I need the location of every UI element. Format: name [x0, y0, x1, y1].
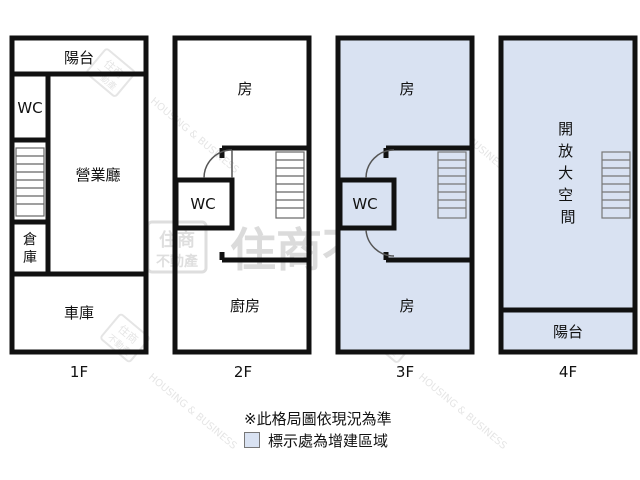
stairs-3f	[437, 151, 467, 219]
watermark-logo-bottom: 住商 不動產	[100, 313, 150, 363]
door-swing-2f	[203, 149, 233, 179]
room-kitchen-2f: 廚房	[230, 297, 260, 315]
room-wc-3f: WC	[352, 195, 377, 213]
floor-4f	[498, 35, 638, 355]
floor-plan-note: ※此格局圖依現況為準	[244, 410, 392, 428]
room-3f-room-bottom: 房	[399, 297, 414, 315]
room-balcony-4f: 陽台	[553, 323, 583, 341]
floor-3f	[335, 35, 475, 355]
watermark-diagonal-1: HOUSING & BUSINESS	[148, 96, 240, 176]
room-wc-2f: WC	[190, 195, 215, 213]
stairs-1f	[15, 147, 45, 217]
door-swing-3f	[365, 149, 395, 257]
room-storage-1f: 倉庫	[23, 232, 37, 266]
floor-label-4f: 4F	[559, 363, 577, 381]
floor-label-2f: 2F	[234, 363, 252, 381]
stairs-2f	[275, 151, 305, 219]
floor-label-1f: 1F	[70, 363, 88, 381]
watermark-diagonal-4: HOUSING & BUSINESS	[416, 372, 508, 452]
room-balcony-1f: 陽台	[64, 49, 94, 67]
room-2f-room: 房	[237, 80, 252, 98]
floor-1f	[9, 35, 149, 355]
stairs-4f	[601, 151, 631, 219]
legend-label: 標示處為增建區域	[268, 431, 389, 450]
legend: 標示處為增建區域	[244, 430, 388, 450]
watermark-diagonal-3: HOUSING & BUSINESS	[146, 372, 238, 452]
room-hall-1f: 營業廳	[75, 166, 120, 184]
floor-2f	[172, 35, 312, 355]
room-wc-1f: WC	[17, 99, 42, 117]
room-garage-1f: 車庫	[64, 304, 94, 322]
floor-label-3f: 3F	[396, 363, 414, 381]
legend-swatch	[244, 432, 260, 448]
room-open-space-4f: 開 放 大 空 間	[558, 120, 578, 226]
room-3f-room-top: 房	[399, 80, 414, 98]
